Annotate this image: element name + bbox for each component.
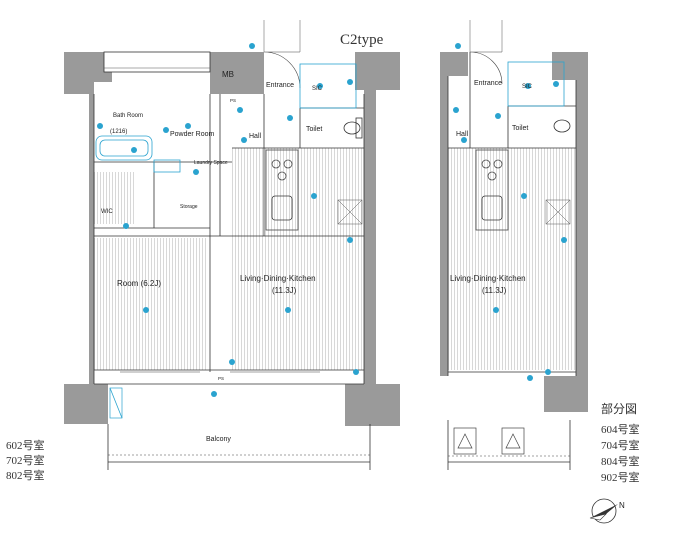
stove-burner-icon [283, 159, 293, 169]
ldk-size-label: (11.3J) [272, 286, 297, 295]
type-label: C2type [340, 32, 384, 48]
left-unit-list: 602号室 702号室 802号室 [6, 438, 45, 482]
wall-block [440, 76, 448, 376]
unit-number: 902号室 [601, 470, 640, 484]
partial-ldk-size-label: (11.3J) [482, 286, 507, 295]
ldk-label: Living·Dining·Kitchen [240, 274, 316, 283]
unit-number: 802号室 [6, 468, 45, 482]
storage-label: Storage [180, 204, 198, 210]
stove-burner-icon [493, 159, 503, 169]
wic-label: WIC [101, 209, 113, 215]
bath-room-label: Bath Room [113, 113, 143, 119]
unit-number: 704号室 [601, 438, 640, 452]
ps-label: PS [230, 98, 236, 103]
wall-block [544, 376, 588, 412]
bath-size-label: (1216) [110, 129, 127, 135]
stove-burner-icon [271, 159, 281, 169]
hall-label: Hall [249, 133, 262, 140]
bathtub-icon [95, 135, 153, 161]
partial-hall-label: Hall [456, 131, 469, 138]
wall-block [345, 384, 400, 426]
unit-number: 604号室 [601, 422, 640, 436]
ps-label: PS [218, 376, 224, 381]
stove-burner-icon [277, 171, 287, 181]
partial-plan-label: 部分図 [601, 401, 637, 416]
partial-sic-label: SIC [522, 84, 533, 90]
kitchen-counter [475, 149, 509, 231]
laundry-space-label: Laundry Space [194, 160, 228, 166]
stove-burner-icon [487, 171, 497, 181]
kitchen-sink-icon [481, 195, 503, 221]
main-plan: MB Entrance SIC Hall Toilet Bath Room (1… [64, 20, 400, 470]
partial-entrance-label: Entrance [474, 80, 502, 87]
wall-block [355, 52, 400, 90]
wall-block [552, 52, 588, 80]
wall-block [440, 52, 468, 76]
wall-block [64, 384, 108, 424]
fixture-markers [453, 43, 567, 381]
balcony-label: Balcony [206, 436, 231, 443]
washbasin-icon [153, 159, 181, 173]
toilet-icon [553, 119, 571, 133]
mb-label: MB [222, 70, 234, 79]
sic-label: SIC [312, 86, 323, 92]
unit-number: 702号室 [6, 453, 45, 467]
wall-block [64, 82, 94, 94]
fixture-markers [97, 43, 359, 397]
unit-number: 804号室 [601, 454, 640, 468]
toilet-label: Toilet [306, 126, 322, 133]
room-label: Room (6.2J) [117, 279, 161, 288]
north-compass-icon: N [589, 498, 625, 524]
unit-number: 602号室 [6, 438, 45, 452]
room-floor [94, 238, 208, 370]
wall-block [210, 52, 264, 94]
partial-ldk-label: Living·Dining·Kitchen [450, 274, 526, 283]
north-label: N [619, 501, 625, 510]
partial-toilet-label: Toilet [512, 125, 528, 132]
kitchen-sink-icon [271, 195, 293, 221]
partial-plan: Entrance SIC Hall Toilet Living·Dining·K… [440, 20, 588, 470]
wall-block [576, 80, 588, 380]
entrance-label: Entrance [266, 82, 294, 89]
partial-ldk-floor [448, 148, 576, 370]
kitchen-counter [265, 149, 299, 231]
wic-floor [94, 172, 134, 224]
toilet-icon [343, 121, 361, 135]
wall-block [89, 94, 94, 384]
powder-room-label: Powder Room [170, 131, 215, 138]
wall-block [364, 90, 376, 390]
stove-burner-icon [481, 159, 491, 169]
right-unit-list: 604号室 704号室 804号室 902号室 [601, 422, 640, 484]
